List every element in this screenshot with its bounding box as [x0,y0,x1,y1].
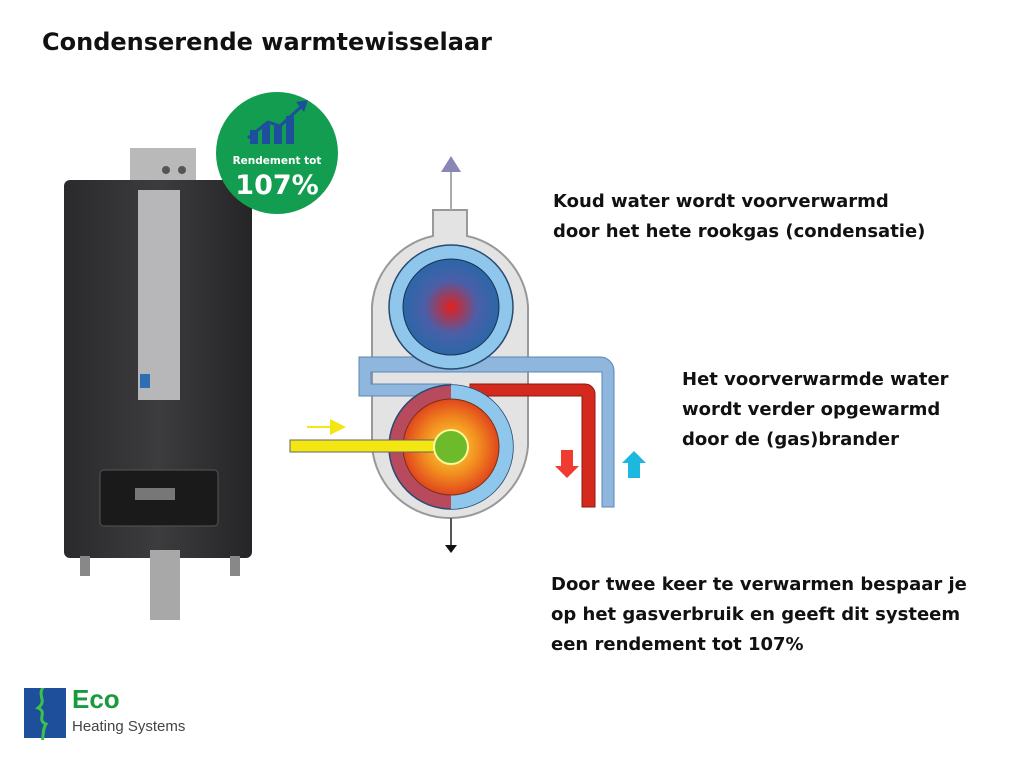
exhaust-arrow-icon [441,156,461,172]
caption-line: wordt verder opgewarmd [682,399,941,420]
caption-line: een rendement tot 107% [551,634,804,655]
drain-arrow-icon [445,545,457,553]
caption-line: op het gasverbruik en geeft dit systeem [551,604,961,625]
caption-line: door de (gas)brander [682,429,900,450]
caption-savings: Door twee keer te verwarmen bespaar je o… [551,570,967,660]
caption-line: Door twee keer te verwarmen bespaar je [551,574,967,595]
badge-label: Rendement tot [232,155,322,167]
caption-preheat: Koud water wordt voorverwarmd door het h… [553,187,925,247]
page-title: Condenserende warmtewisselaar [42,28,492,56]
caption-burner: Het voorverwarmde water wordt verder opg… [682,365,949,455]
boiler-image [64,148,252,620]
company-logo: Eco Heating Systems [24,684,185,744]
badge-value: 107% [235,170,319,201]
caption-line: door het hete rookgas (condensatie) [553,221,926,242]
caption-line: Het voorverwarmde water [682,369,949,390]
chart-growth-icon [247,100,308,144]
logo-subtitle: Heating Systems [72,718,186,735]
cold-water-up-arrow-icon [622,451,646,478]
logo-name: Eco [72,684,120,714]
gas-inlet-arrow-icon [330,419,346,435]
efficiency-badge: Rendement tot 107% [216,92,338,214]
heat-exchanger-diagram [289,156,646,553]
hot-water-down-arrow-icon [555,450,579,478]
caption-line: Koud water wordt voorverwarmd [553,191,889,212]
logo-mark-icon [24,685,66,743]
